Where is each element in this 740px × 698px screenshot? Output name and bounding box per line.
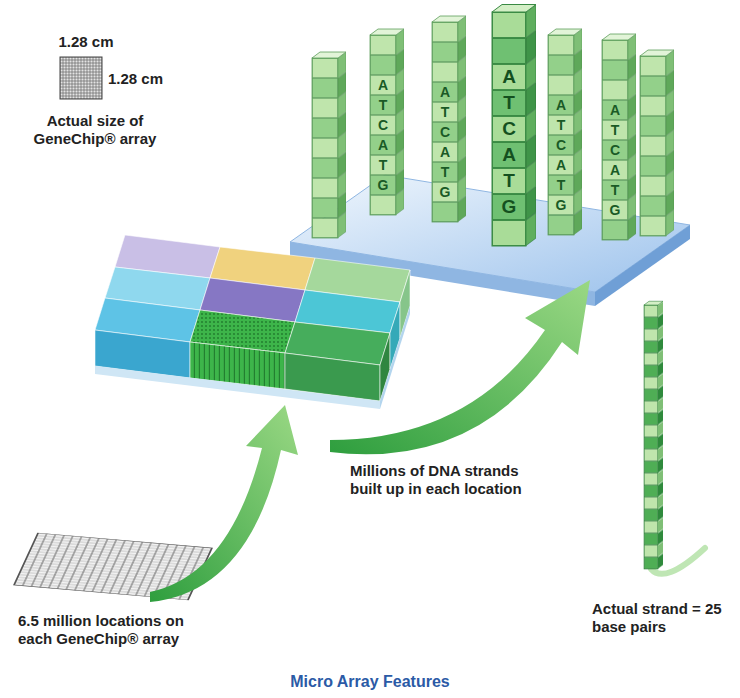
dna-column [548, 29, 582, 235]
dimension-label: 1.28 cm [108, 70, 180, 88]
dimension-label: 1.28 cm [50, 33, 122, 51]
dna-column [432, 16, 466, 222]
dna-column [370, 29, 404, 215]
callout-text: Millions of DNA strands built up in each… [350, 462, 550, 498]
base-letters: A T C A T G [498, 64, 520, 220]
callout-text: Actual strand = 25 base pairs [592, 600, 724, 636]
size-note: Actual size of GeneChip® array [25, 112, 165, 148]
dna-columns [312, 4, 674, 246]
chip-actual-size [60, 57, 102, 99]
dna-column [640, 50, 674, 236]
base-letters: A T C A T G [607, 100, 623, 220]
dna-strand [644, 301, 663, 569]
caption-text: Micro Array Features [0, 672, 740, 692]
dna-column [312, 52, 346, 238]
dna-column [602, 34, 636, 240]
dna-column-center [492, 4, 536, 246]
base-letters: A T C A T G [553, 95, 569, 215]
zoom-arrow [330, 280, 590, 454]
zoom-arrow [150, 405, 298, 602]
array-block [95, 235, 410, 409]
base-letters: A T C A T G [437, 82, 453, 202]
base-letters: A T C A T G [375, 75, 391, 195]
callout-text: 6.5 million locations on each GeneChip® … [18, 612, 203, 648]
